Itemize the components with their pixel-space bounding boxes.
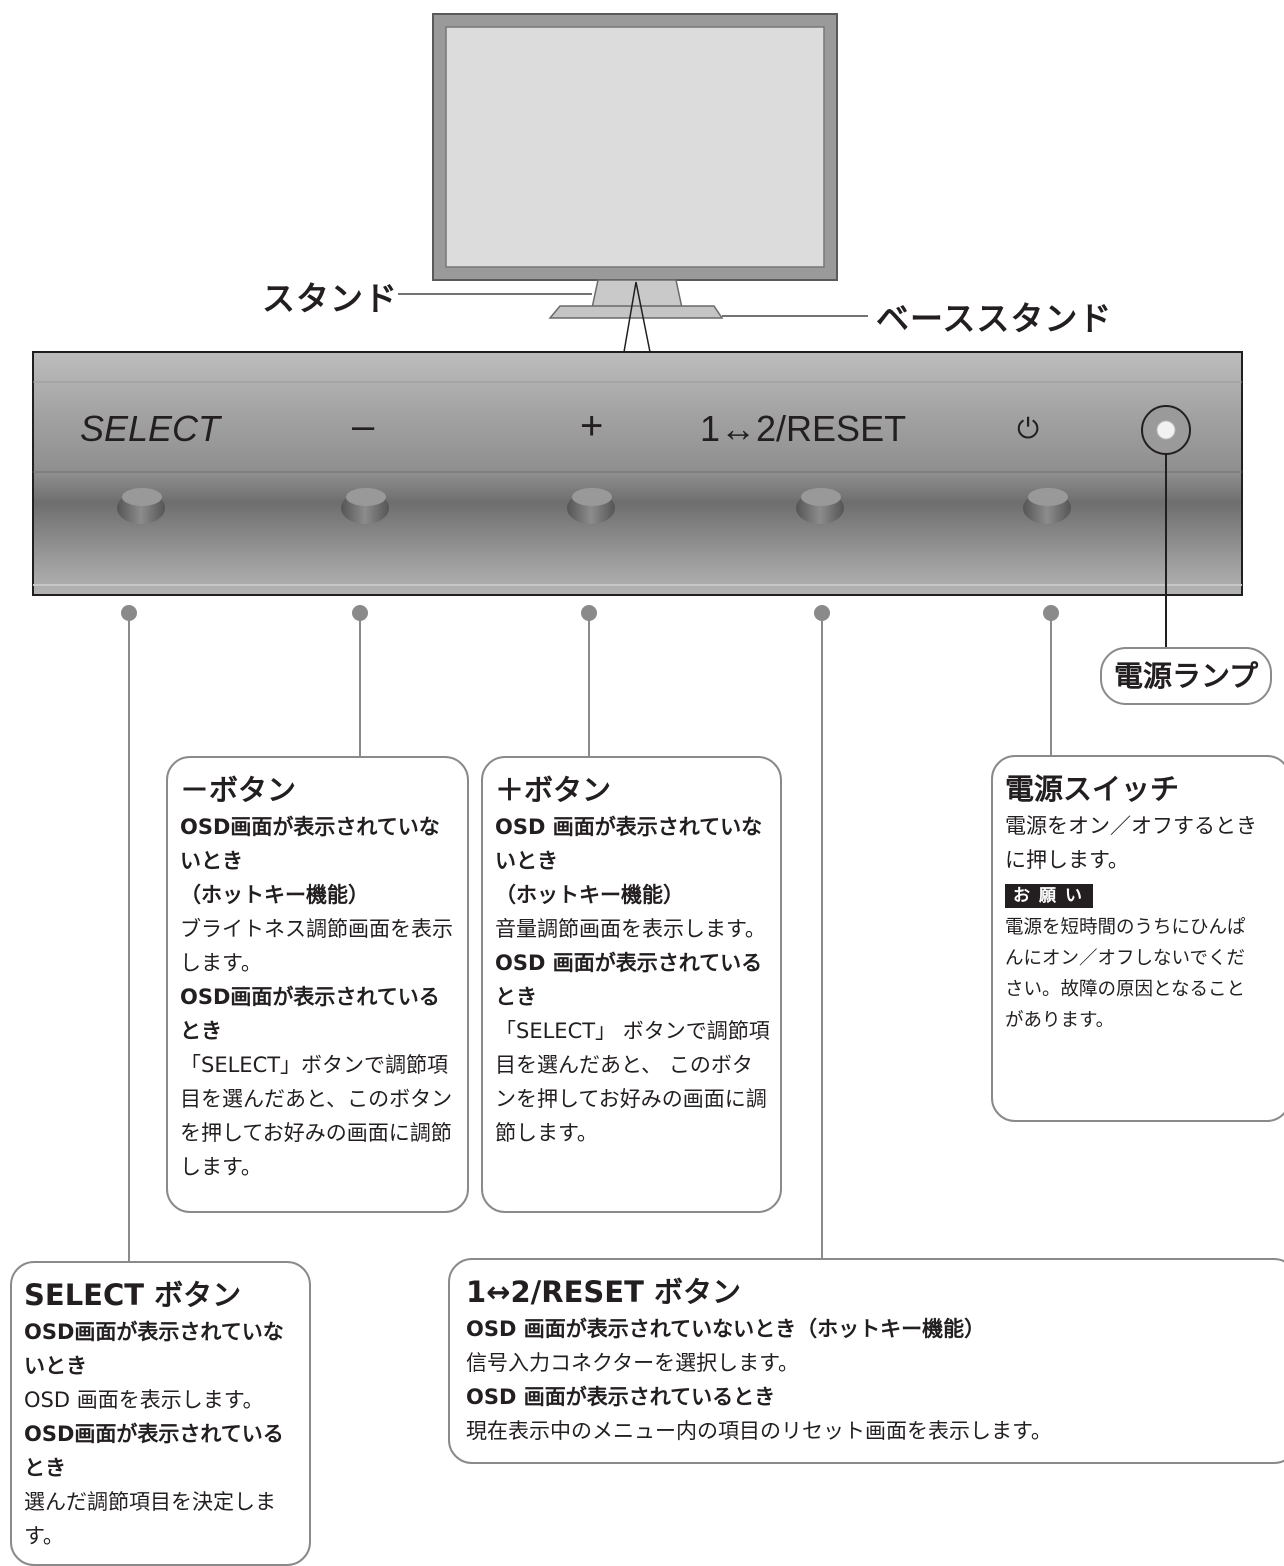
minus-bar-label: – bbox=[352, 404, 375, 448]
select-on-text: 選んだ調節項目を決定します。 bbox=[24, 1490, 276, 1548]
notice-badge: お願い bbox=[1005, 884, 1093, 908]
plus-bar-label: + bbox=[580, 404, 604, 448]
plus-on-text: 「SELECT」 ボタンで調節項目を選んだあと、 このボタンを押してお好みの画面… bbox=[495, 1019, 770, 1145]
minus-callout-title: －ボタン bbox=[180, 773, 297, 807]
stand-label: スタンド bbox=[262, 279, 398, 318]
power-switch-callout: 電源スイッチ 電源をオン／オフするときに押します。 お願い 電源を短時間のうちに… bbox=[991, 755, 1284, 1122]
base-stand bbox=[548, 305, 724, 319]
reset-callout-title: 1↔2/RESET ボタン bbox=[466, 1275, 741, 1309]
plus-off-text: 音量調節画面を表示します。 bbox=[495, 917, 766, 941]
base-stand-label: ベーススタンド bbox=[876, 299, 1113, 338]
plus-callout-title: ＋ボタン bbox=[495, 773, 612, 807]
minus-on-text: 「SELECT」ボタンで調節項目を選んだあと、このボタンを押してお好みの画面に調… bbox=[180, 1053, 453, 1179]
plus-button-callout: ＋ボタン OSD 画面が表示されていないとき （ホットキー機能） 音量調節画面を… bbox=[481, 756, 782, 1213]
reset-bar-label: 1↔2/RESET bbox=[700, 408, 907, 449]
select-off-text: OSD 画面を表示します。 bbox=[24, 1388, 264, 1412]
button-knobs bbox=[117, 488, 1071, 524]
monitor-screen bbox=[445, 26, 825, 268]
select-button-callout: SELECT ボタン OSD画面が表示されていないとき OSD 画面を表示します… bbox=[10, 1261, 311, 1566]
minus-when-on: OSD画面が表示されているとき bbox=[180, 985, 440, 1043]
plus-knob bbox=[567, 488, 615, 524]
reset-when-off: OSD 画面が表示されていないとき（ホットキー機能） bbox=[466, 1317, 986, 1341]
select-bar-label: SELECT bbox=[80, 408, 221, 449]
power-icon: ⏻ bbox=[1017, 412, 1040, 445]
minus-when-off: OSD画面が表示されていないとき bbox=[180, 815, 440, 873]
reset-button-callout: 1↔2/RESET ボタン OSD 画面が表示されていないとき（ホットキー機能）… bbox=[448, 1258, 1284, 1464]
power-text: 電源をオン／オフするときに押します。 bbox=[1005, 814, 1257, 872]
power-lamp-label: 電源ランプ bbox=[1100, 647, 1273, 705]
reset-on-text: 現在表示中のメニュー内の項目のリセット画面を表示します。 bbox=[466, 1419, 1052, 1443]
plus-when-off: OSD 画面が表示されていないとき bbox=[495, 815, 763, 873]
select-callout-title: SELECT ボタン bbox=[24, 1278, 242, 1312]
power-notice-text: 電源を短時間のうちにひんぱんにオン／オフしないでください。故障の原因となることが… bbox=[1005, 917, 1246, 1031]
minus-off-text: ブライトネス調節画面を表示します。 bbox=[180, 917, 453, 975]
select-when-on: OSD画面が表示されているとき bbox=[24, 1422, 284, 1480]
minus-button-callout: －ボタン OSD画面が表示されていないとき （ホットキー機能） ブライトネス調節… bbox=[166, 756, 469, 1213]
select-when-off: OSD画面が表示されていないとき bbox=[24, 1320, 284, 1378]
power-callout-title: 電源スイッチ bbox=[1005, 772, 1180, 806]
front-button-bar bbox=[32, 351, 1243, 596]
power-knob bbox=[1023, 488, 1071, 524]
minus-hotkey: （ホットキー機能） bbox=[180, 883, 369, 907]
reset-when-on: OSD 画面が表示されているとき bbox=[466, 1385, 776, 1409]
power-lamp bbox=[1141, 405, 1191, 455]
plus-hotkey: （ホットキー機能） bbox=[495, 883, 684, 907]
reset-knob bbox=[796, 488, 844, 524]
reset-off-text: 信号入力コネクターを選択します。 bbox=[466, 1351, 800, 1375]
minus-knob bbox=[341, 488, 389, 524]
plus-when-on: OSD 画面が表示されているとき bbox=[495, 951, 763, 1009]
select-knob bbox=[117, 488, 165, 524]
